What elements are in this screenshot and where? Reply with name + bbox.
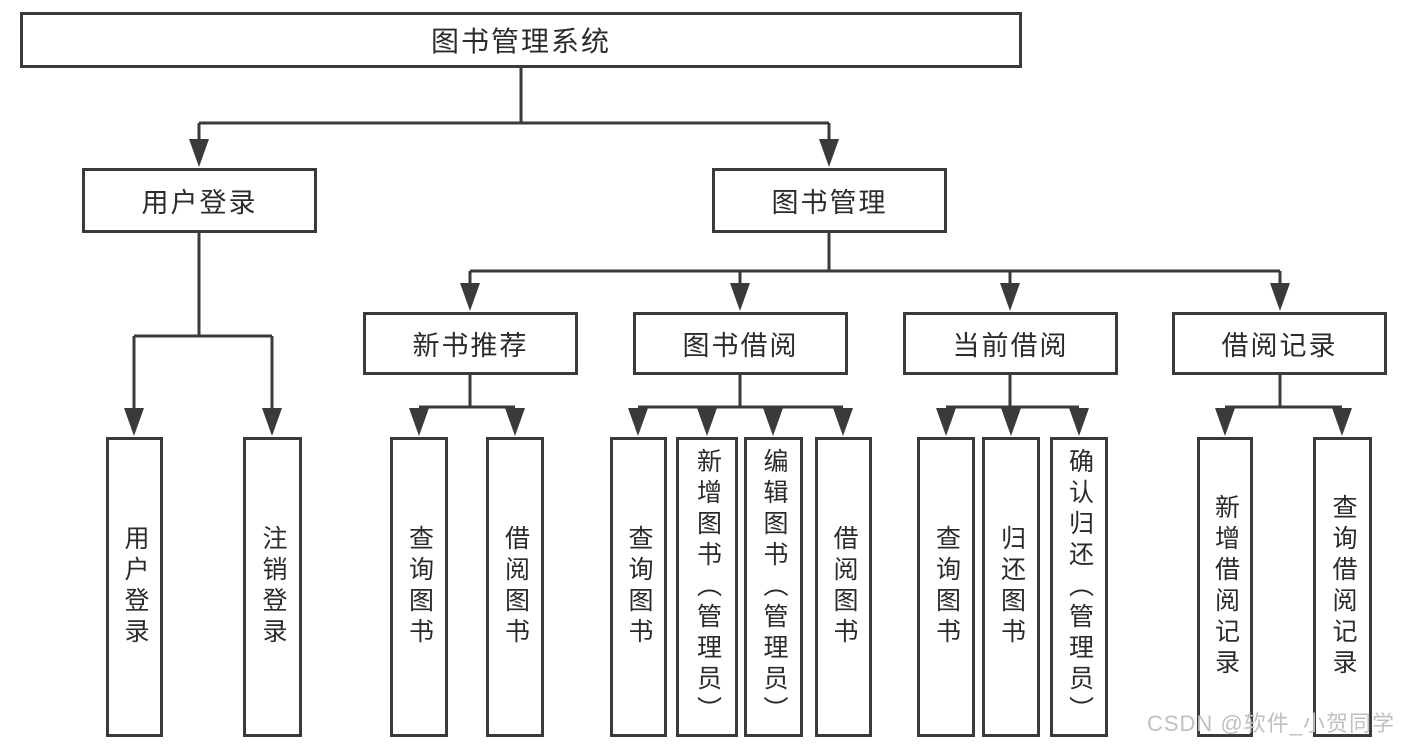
node-user-login: 用户登录 bbox=[82, 168, 317, 233]
node-book-borrow: 图书借阅 bbox=[633, 312, 848, 375]
node-system-root: 图书管理系统 bbox=[20, 12, 1022, 68]
node-current-borrow: 当前借阅 bbox=[903, 312, 1118, 375]
leaf-current-confirm-return-admin: 确认归还（管理员） bbox=[1050, 437, 1108, 737]
leaf-records-add-record: 新增借阅记录 bbox=[1197, 437, 1253, 737]
node-book-management: 图书管理 bbox=[712, 168, 947, 233]
leaf-logout: 注销登录 bbox=[243, 437, 302, 737]
leaf-borrow-borrow-books: 借阅图书 bbox=[815, 437, 872, 737]
leaf-newbook-query-books: 查询图书 bbox=[390, 437, 448, 737]
csdn-watermark: CSDN @软件_小贺同学 bbox=[1146, 711, 1395, 736]
leaf-current-query-books: 查询图书 bbox=[917, 437, 975, 737]
node-borrow-records: 借阅记录 bbox=[1172, 312, 1387, 375]
leaf-borrow-query-books: 查询图书 bbox=[610, 437, 667, 737]
leaf-user-login: 用户登录 bbox=[106, 437, 163, 737]
leaf-borrow-edit-books-admin: 编辑图书（管理员） bbox=[744, 437, 803, 737]
leaf-borrow-add-books-admin: 新增图书（管理员） bbox=[676, 437, 738, 737]
leaf-current-return-books: 归还图书 bbox=[982, 437, 1040, 737]
leaf-newbook-borrow-books: 借阅图书 bbox=[486, 437, 544, 737]
leaf-records-query-record: 查询借阅记录 bbox=[1313, 437, 1372, 737]
arrowheads bbox=[124, 139, 1352, 436]
node-new-book-recommend: 新书推荐 bbox=[363, 312, 578, 375]
